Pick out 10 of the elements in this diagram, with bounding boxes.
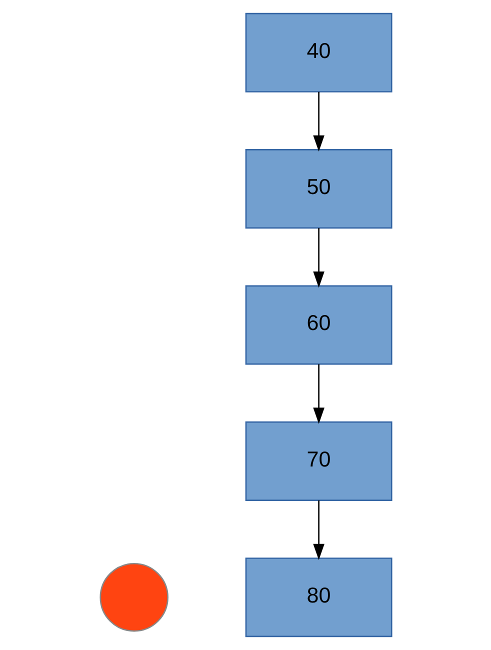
node-circle	[99, 562, 168, 632]
node-box: 80	[244, 558, 392, 638]
node-box: 40	[244, 12, 392, 92]
arrow	[312, 364, 324, 424]
node-box: 60	[244, 285, 392, 365]
node-box: 70	[244, 421, 392, 501]
arrow	[312, 500, 324, 560]
arrow	[312, 228, 324, 288]
arrow	[312, 92, 324, 152]
node-box: 50	[244, 149, 392, 229]
